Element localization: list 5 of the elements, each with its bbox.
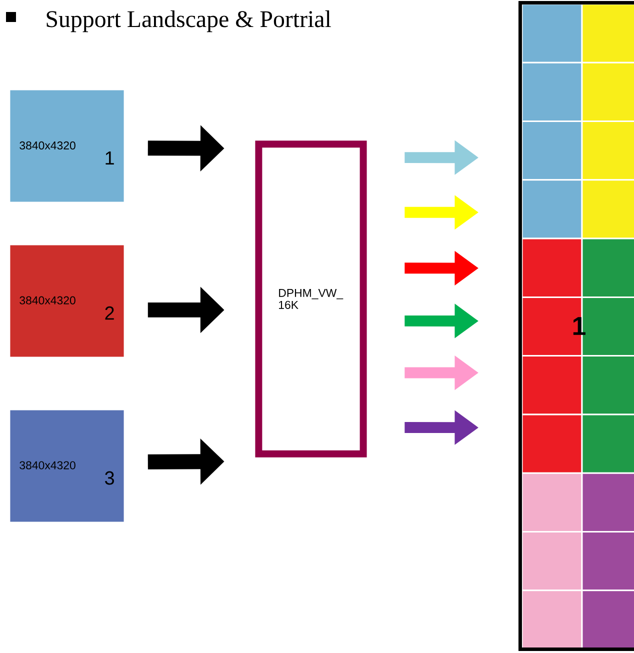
source-box: 3840x4320 2 [10,245,124,357]
heading-text: Support Landscape & Portrial [46,10,331,32]
source-box: 3840x4320 1 [10,90,124,202]
processor-box: DPHM_VW_ 16K [255,140,367,458]
source-box: 3840x4320 3 [10,410,124,522]
